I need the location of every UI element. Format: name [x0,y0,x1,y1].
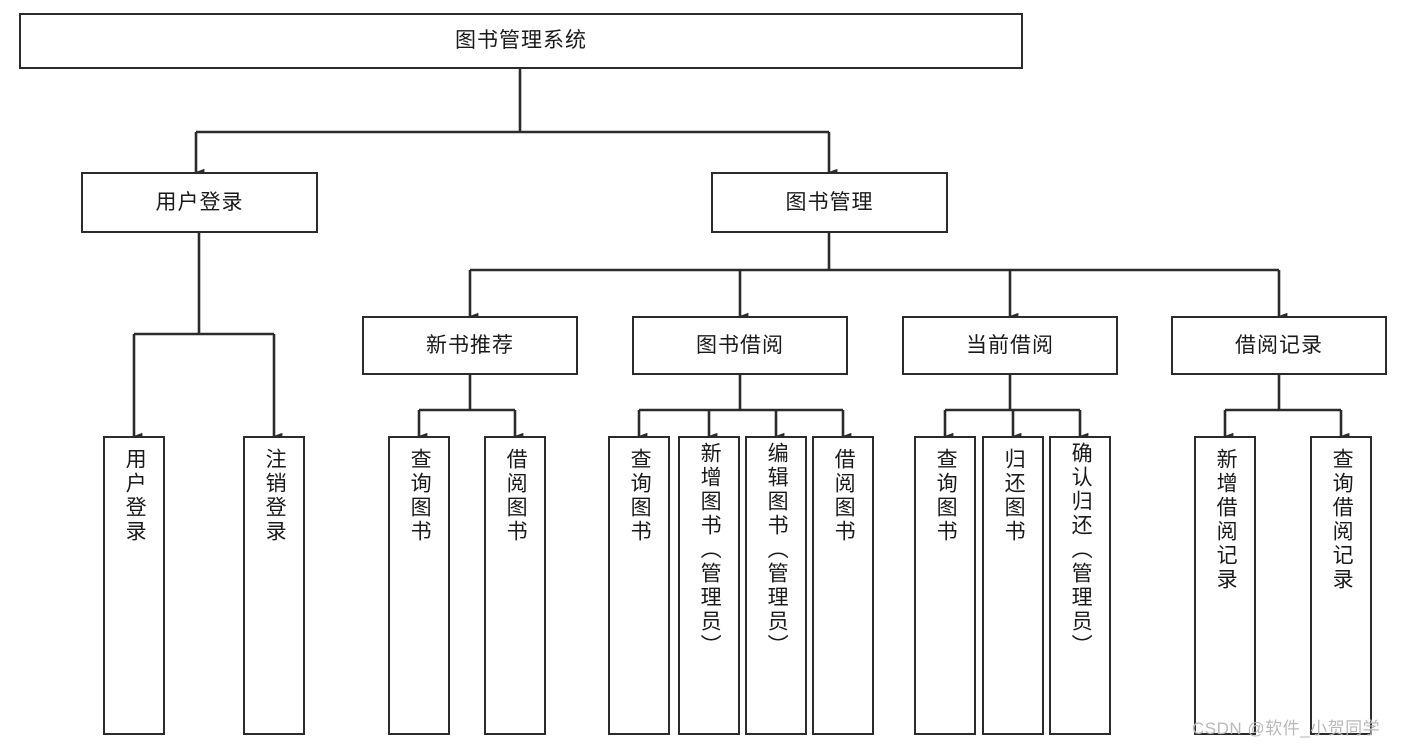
node-leaf-edit-book[interactable]: 编辑图书（管理员） [745,436,807,735]
node-label: 查询图书 [408,448,432,544]
node-label: 借阅图书 [504,448,528,544]
node-leaf-logout[interactable]: 注销登录 [243,436,305,735]
node-leaf-query-book-rec[interactable]: 查询图书 [388,436,450,735]
node-label: 用户登录 [155,190,244,214]
node-leaf-query-record[interactable]: 查询借阅记录 [1310,436,1372,735]
node-label: 查询图书 [628,448,652,544]
node-borrow-record[interactable]: 借阅记录 [1171,316,1387,375]
node-root-system[interactable]: 图书管理系统 [19,13,1023,69]
node-label: 归还图书 [1002,448,1026,544]
node-label: 新增借阅记录 [1214,448,1238,592]
node-label: 注销登录 [263,448,287,544]
node-leaf-borrow-book-rec[interactable]: 借阅图书 [484,436,546,735]
node-label: 用户登录 [123,448,147,544]
node-new-book-rec[interactable]: 新书推荐 [362,316,578,375]
node-label: 编辑图书（管理员） [765,442,789,658]
node-label: 查询图书 [934,448,958,544]
node-label: 新增图书（管理员） [698,442,722,658]
node-leaf-query-book[interactable]: 查询图书 [608,436,670,735]
node-book-borrow[interactable]: 图书借阅 [632,316,848,375]
node-user-login[interactable]: 用户登录 [81,172,318,233]
node-book-manage[interactable]: 图书管理 [711,172,948,233]
node-label: 查询借阅记录 [1330,448,1354,592]
node-label: 图书管理 [785,190,874,214]
node-label: 当前借阅 [966,333,1054,357]
node-leaf-add-book[interactable]: 新增图书（管理员） [678,436,740,735]
node-label: 借阅记录 [1235,333,1323,357]
node-leaf-query-book-cur[interactable]: 查询图书 [914,436,976,735]
node-label: 图书管理系统 [455,29,587,53]
node-leaf-user-login[interactable]: 用户登录 [103,436,165,735]
node-leaf-add-record[interactable]: 新增借阅记录 [1194,436,1256,735]
watermark-text: CSDN @软件_小贺同学 [1192,719,1381,738]
node-leaf-return-book[interactable]: 归还图书 [982,436,1044,735]
node-label: 借阅图书 [832,448,856,544]
node-label: 确认归还（管理员） [1069,442,1093,658]
node-leaf-borrow-book[interactable]: 借阅图书 [812,436,874,735]
node-label: 图书借阅 [696,333,784,357]
node-label: 新书推荐 [426,333,514,357]
node-current-borrow[interactable]: 当前借阅 [902,316,1118,375]
node-leaf-confirm-return[interactable]: 确认归还（管理员） [1049,436,1111,735]
